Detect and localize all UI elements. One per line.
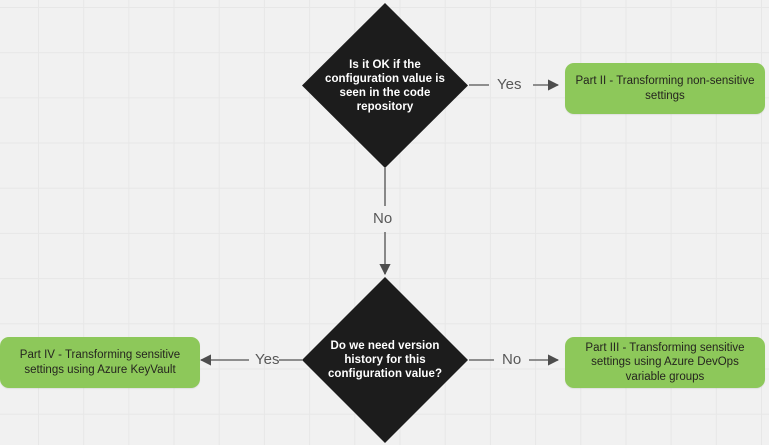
decision-node-repository-visibility-label: Is it OK if the configuration value is s… bbox=[325, 58, 445, 113]
edge-label-repo-yes: Yes bbox=[497, 76, 522, 93]
terminal-node-part-3[interactable]: Part III - Transforming sensitive settin… bbox=[565, 337, 765, 388]
edge-label-repo-no: No bbox=[373, 210, 393, 227]
decision-node-repository-visibility[interactable]: Is it OK if the configuration value is s… bbox=[302, 3, 468, 168]
terminal-node-part-2[interactable]: Part II - Transforming non-sensitive set… bbox=[565, 63, 765, 114]
terminal-node-part-4-label: Part IV - Transforming sensitive setting… bbox=[19, 349, 181, 376]
edge-label-history-no: No bbox=[502, 351, 522, 368]
terminal-node-part-4[interactable]: Part IV - Transforming sensitive setting… bbox=[0, 337, 200, 388]
decision-node-version-history-label: Do we need version history for this conf… bbox=[327, 340, 443, 380]
terminal-node-part-2-label: Part II - Transforming non-sensitive set… bbox=[575, 75, 755, 102]
decision-node-version-history[interactable]: Do we need version history for this conf… bbox=[302, 277, 468, 443]
edge-label-history-yes: Yes bbox=[255, 351, 280, 368]
terminal-node-part-3-label: Part III - Transforming sensitive settin… bbox=[585, 341, 745, 383]
